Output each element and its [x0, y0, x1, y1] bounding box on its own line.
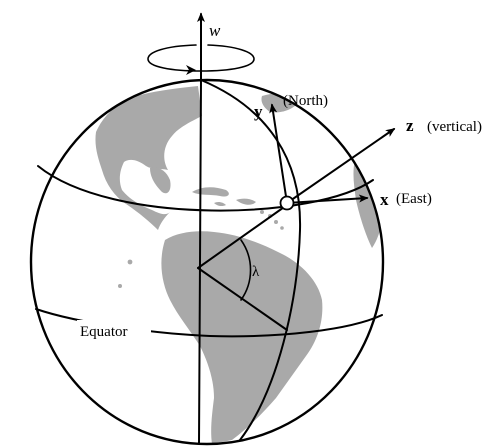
- island-dot: [274, 220, 278, 224]
- island-dot: [280, 226, 284, 230]
- continents: [95, 86, 382, 444]
- observer-point: [281, 197, 294, 210]
- z-axis-label: (vertical): [427, 119, 482, 135]
- africa-edge-landmass: [353, 160, 382, 248]
- equator-label: Equator: [80, 324, 127, 340]
- island-dot: [118, 284, 122, 288]
- x-axis-symbol: x: [380, 190, 389, 209]
- equator-annotation: Equator: [77, 320, 151, 342]
- rotation-axis: w: [148, 14, 254, 80]
- y-axis-symbol: y: [254, 102, 263, 121]
- y-axis-label: (North): [283, 93, 328, 109]
- latitude-angle-label: λ: [252, 264, 260, 280]
- jamaica-island: [214, 202, 226, 206]
- x-axis-label: (East): [396, 191, 432, 207]
- island-dot: [128, 260, 133, 265]
- z-axis-arrow: [287, 129, 394, 203]
- cuba-island: [192, 187, 229, 196]
- island-dot: [260, 210, 264, 214]
- rotation-label: w: [209, 21, 221, 40]
- prime-meridian: [199, 80, 201, 444]
- florida-landmass: [150, 168, 171, 194]
- north-america-landmass: [95, 86, 202, 230]
- z-axis-symbol: z: [406, 116, 414, 135]
- hispaniola-island: [236, 199, 256, 205]
